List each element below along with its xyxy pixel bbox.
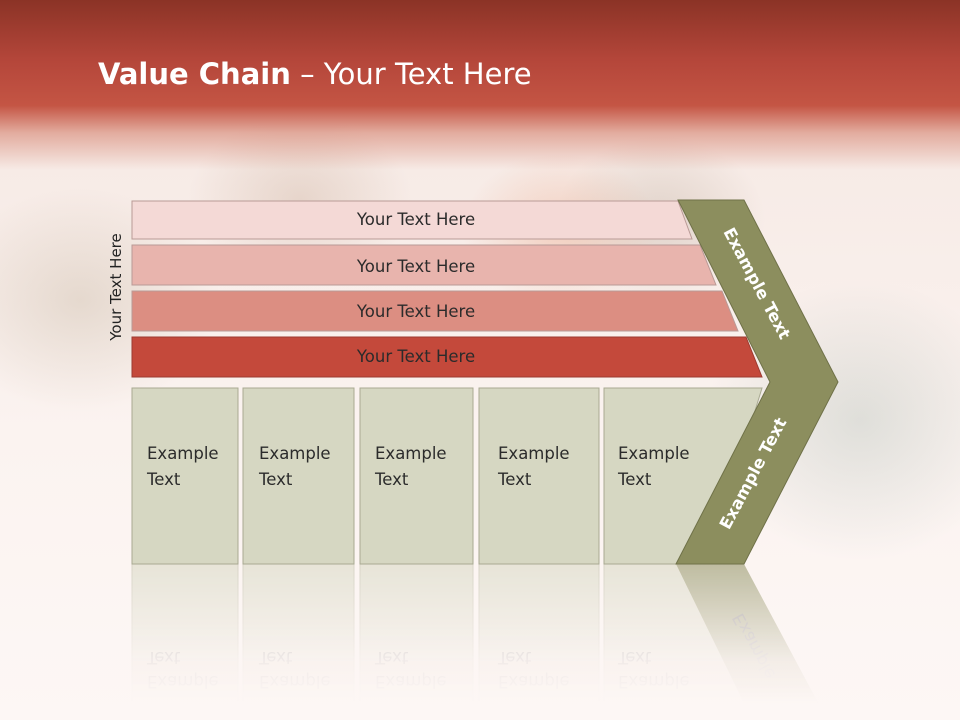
- mirror-label-1: Text: [146, 648, 181, 667]
- bar-3-label: Your Text Here: [356, 302, 475, 321]
- mirror-label-1b: Example: [147, 672, 219, 691]
- column-1-line2: Text: [146, 470, 181, 489]
- column-2-line1: Example: [259, 444, 331, 463]
- title-bold: Value Chain: [98, 57, 291, 91]
- slide-title[interactable]: Value Chain – Your Text Here: [98, 52, 532, 96]
- column-1[interactable]: [131, 387, 239, 565]
- bar-1[interactable]: [131, 200, 693, 240]
- bar-1-label: Your Text Here: [356, 210, 475, 229]
- header-band: [0, 0, 960, 170]
- svg-text:Text: Text: [617, 648, 652, 667]
- bar-2[interactable]: [131, 244, 717, 286]
- chevron-arrow[interactable]: [675, 199, 839, 565]
- column-4-line1: Example: [498, 444, 570, 463]
- column-3-line1: Example: [375, 444, 447, 463]
- svg-text:Example: Example: [498, 672, 570, 691]
- svg-text:Example: Example: [259, 672, 331, 691]
- column-3[interactable]: [359, 387, 474, 565]
- svg-text:Text: Text: [374, 648, 409, 667]
- column-3-line2: Text: [374, 470, 409, 489]
- bar-3[interactable]: [131, 290, 739, 332]
- svg-text:Example: Example: [618, 672, 690, 691]
- column-4-line2: Text: [497, 470, 532, 489]
- column-4[interactable]: [478, 387, 600, 565]
- column-5-line1: Example: [618, 444, 690, 463]
- column-1-line1: Example: [147, 444, 219, 463]
- reflection: Text Example Text Example Text Example T…: [131, 563, 828, 720]
- column-5-line2: Text: [617, 470, 652, 489]
- svg-text:Text: Text: [258, 648, 293, 667]
- bar-4-label: Your Text Here: [356, 347, 475, 366]
- column-2-line2: Text: [258, 470, 293, 489]
- bar-4[interactable]: [131, 336, 763, 378]
- title-rest: – Your Text Here: [290, 57, 532, 91]
- svg-text:Example: Example: [375, 672, 447, 691]
- svg-text:Text: Text: [497, 648, 532, 667]
- column-2[interactable]: [242, 387, 355, 565]
- bar-2-label: Your Text Here: [356, 257, 475, 276]
